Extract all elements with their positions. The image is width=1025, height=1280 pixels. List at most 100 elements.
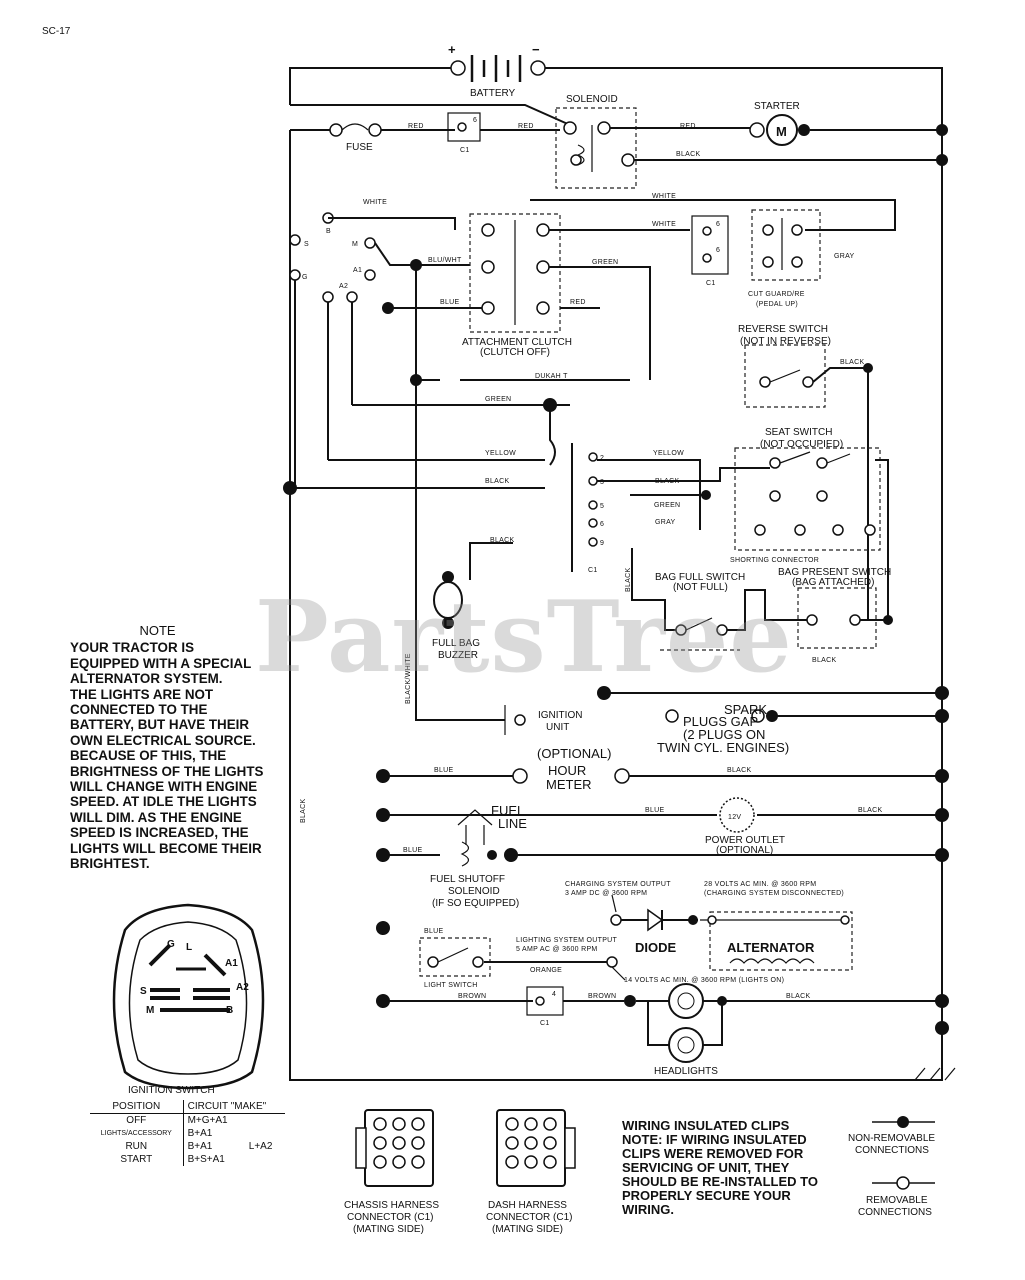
wire-blue-3: BLUE	[645, 807, 665, 814]
svg-text:A2: A2	[339, 283, 348, 290]
table-row: START B+S+A1	[90, 1153, 285, 1166]
svg-text:9: 9	[600, 540, 604, 547]
wire-gray-2: GRAY	[655, 519, 676, 526]
note-line: SPEED IS INCREASED, THE	[70, 825, 249, 841]
note-line: SPEED. AT IDLE THE LIGHTS	[70, 794, 257, 810]
battery-plus: +	[448, 42, 456, 57]
note-line: BECAUSE OF THIS, THE	[70, 748, 227, 764]
headlight-icon-2	[668, 1027, 704, 1063]
svg-text:L: L	[186, 942, 192, 953]
wire-blue-2: BLUE	[434, 767, 454, 774]
buzzer-label-2: BUZZER	[438, 650, 478, 661]
note-line: ALTERNATOR SYSTEM.	[70, 671, 223, 687]
wire-black-7: BLACK	[812, 657, 836, 664]
wire-blue-5: BLUE	[424, 928, 444, 935]
note-line: BATTERY, BUT HAVE THEIR	[70, 717, 250, 733]
wire-red-1: RED	[408, 123, 424, 130]
svg-text:6: 6	[716, 247, 720, 254]
bag-present-label-2: (BAG ATTACHED)	[792, 577, 874, 588]
fuse-symbol	[329, 123, 382, 137]
cut-module-box	[751, 209, 821, 281]
svg-text:6: 6	[473, 117, 477, 124]
svg-text:M: M	[352, 241, 358, 248]
note-line: WILL CHANGE WITH ENGINE	[70, 779, 258, 795]
wire-white-2: WHITE	[652, 221, 676, 228]
table-header-row: POSITION CIRCUIT "MAKE"	[90, 1100, 285, 1114]
note-line: CONNECTED TO THE	[70, 702, 208, 718]
fuse-label: FUSE	[346, 142, 373, 153]
volts-ac-2: (CHARGING SYSTEM DISCONNECTED)	[704, 890, 844, 897]
svg-text:G: G	[167, 939, 175, 950]
table-header: POSITION	[90, 1100, 184, 1114]
wire-black-4: BLACK	[655, 478, 679, 485]
svg-text:WIRING.: WIRING.	[622, 1202, 674, 1217]
note-line: THE LIGHTS ARE NOT	[70, 686, 214, 702]
attachment-clutch-label-2: (CLUTCH OFF)	[480, 347, 550, 358]
wire-black-9: BLACK	[858, 807, 882, 814]
svg-text:4: 4	[552, 991, 556, 998]
note-line: BRIGHTNESS OF THE LIGHTS	[70, 763, 264, 779]
note-line: LIGHTS WILL BECOME THEIR	[70, 840, 262, 856]
headlights-label: HEADLIGHTS	[654, 1066, 718, 1077]
svg-text:A2: A2	[236, 982, 249, 993]
note-line: WILL DIM. AS THE ENGINE	[70, 809, 242, 825]
svg-text:S: S	[304, 241, 309, 248]
svg-text:WIRING INSULATED CLIPS: WIRING INSULATED CLIPS	[622, 1118, 790, 1133]
table-cell	[245, 1127, 285, 1140]
svg-text:6: 6	[716, 221, 720, 228]
wire-red-3: RED	[680, 123, 696, 130]
diode-label: DIODE	[635, 940, 677, 955]
legend-removable-2: CONNECTIONS	[858, 1207, 932, 1218]
table-cell: START	[90, 1153, 184, 1166]
note-line: BRIGHTEST.	[70, 856, 150, 872]
wire-black-2: BLACK	[840, 359, 864, 366]
wire-blue-4: BLUE	[403, 847, 423, 854]
legend-removable-1: REMOVABLE	[866, 1195, 928, 1206]
svg-text:5: 5	[600, 503, 604, 510]
svg-text:2: 2	[600, 455, 604, 462]
svg-text:G: G	[302, 274, 308, 281]
svg-text:B: B	[226, 1005, 233, 1016]
c1-label-2: C1	[706, 280, 716, 287]
table-cell: RUN	[90, 1140, 184, 1153]
reverse-switch-box	[744, 344, 826, 408]
charging-output-2: 3 AMP DC @ 3600 RPM	[565, 890, 647, 897]
page-id: SC-17	[42, 26, 71, 37]
chassis-connector-label-2: CONNECTOR (C1)	[347, 1212, 433, 1223]
c1-connector-box-1	[447, 112, 481, 142]
ignition-unit-label-1: IGNITION	[538, 710, 582, 721]
hour-meter-label-1: HOUR	[548, 763, 586, 778]
buzzer-label-1: FULL BAG	[432, 638, 480, 649]
svg-text:S: S	[140, 986, 147, 997]
svg-text:A1: A1	[225, 958, 238, 969]
battery-label: BATTERY	[470, 88, 516, 99]
alternator-note: NOTE YOUR TRACTOR IS EQUIPPED WITH A SPE…	[70, 623, 285, 872]
bag-full-label-1: BAG FULL SWITCH	[655, 572, 745, 583]
spark-label-4: TWIN CYL. ENGINES)	[657, 740, 789, 755]
wire-gray-1: GRAY	[834, 253, 855, 260]
svg-text:PROPERLY SECURE YOUR: PROPERLY SECURE YOUR	[622, 1188, 791, 1203]
wire-black-3: BLACK	[485, 478, 509, 485]
wire-white-1: WHITE	[363, 199, 387, 206]
light-switch-box	[419, 937, 491, 977]
fuel-shutoff-label-3: (IF SO EQUIPPED)	[432, 898, 519, 909]
power-outlet-label-1: POWER OUTLET	[705, 835, 785, 846]
spark-label-3: (2 PLUGS ON	[683, 727, 765, 742]
volts-ac-1: 28 VOLTS AC MIN. @ 3600 RPM	[704, 881, 816, 888]
note-line: EQUIPPED WITH A SPECIAL	[70, 655, 252, 671]
wire-black-8: BLACK	[727, 767, 751, 774]
seat-switch-label-2: (NOT OCCUPIED)	[760, 439, 843, 450]
wire-dkwht: DUKAH T	[535, 373, 568, 380]
svg-text:A1: A1	[353, 267, 362, 274]
table-row: OFF M+G+A1	[90, 1113, 285, 1127]
wire-green-3: GREEN	[654, 502, 680, 509]
wire-black-5: BLACK	[490, 537, 514, 544]
wire-brown-2: BROWN	[588, 993, 616, 1000]
svg-text:SERVICING OF UNIT, THEY: SERVICING OF UNIT, THEY	[622, 1160, 790, 1175]
power-12v: 12V	[728, 814, 741, 821]
ignition-unit-label-2: UNIT	[546, 722, 569, 733]
wire-yellow-1: YELLOW	[485, 450, 516, 457]
table-row: RUN B+A1 L+A2	[90, 1140, 285, 1153]
reverse-switch-label-1: REVERSE SWITCH	[738, 324, 828, 335]
